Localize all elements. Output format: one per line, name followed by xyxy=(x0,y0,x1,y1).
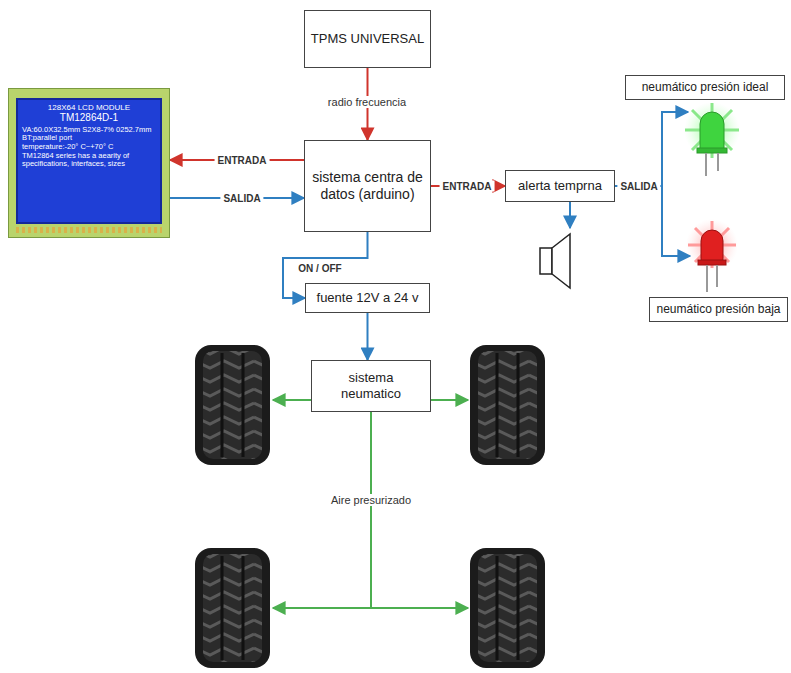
edge-label: radio frecuencia xyxy=(325,96,409,108)
node-text: neumático presión baja xyxy=(656,302,780,317)
tpms-box: TPMS UNIVERSAL xyxy=(304,10,431,68)
lcd-module: 128X64 LCD MODULETM12864D-1VA:60.0X32.5m… xyxy=(8,88,170,238)
alert-box: alerta temprna xyxy=(505,170,615,202)
pin-header xyxy=(16,227,162,233)
power-supply-box: fuente 12V a 24 v xyxy=(305,283,430,313)
screen-text: BT:parallel port xyxy=(22,134,156,143)
air-lines xyxy=(273,400,468,608)
node-text: fuente 12V a 24 v xyxy=(317,290,419,306)
node-text: neumático presión ideal xyxy=(642,80,769,95)
screen-text: TM12864D-1 xyxy=(22,112,156,124)
status-label-box: neumático presión baja xyxy=(649,297,788,322)
lcd-screen: 128X64 LCD MODULETM12864D-1VA:60.0X32.5m… xyxy=(16,98,162,224)
status-label-box: neumático presión ideal xyxy=(625,75,785,100)
pneumatic-box: sistema neumatico xyxy=(311,360,431,412)
tire-rear-right xyxy=(470,548,545,668)
screen-text: TM12864 series has a aearity of xyxy=(22,152,156,161)
node-text: sistema centra de datos (arduino) xyxy=(310,169,425,204)
controller-box: sistema centra de datos (arduino) xyxy=(304,140,431,232)
node-text: alerta temprna xyxy=(518,178,602,194)
green-led xyxy=(684,102,740,176)
tire-rear-left xyxy=(195,548,270,668)
tire-front-left xyxy=(195,345,270,465)
screen-text: specifications, interfaces, sizes xyxy=(22,160,156,169)
screen-text: 128X64 LCD MODULE xyxy=(22,103,156,112)
node-text: TPMS UNIVERSAL xyxy=(311,31,424,47)
connector-arrow xyxy=(367,313,369,360)
screen-text: VA:60.0X32.5mm S2X8-7% 0252.7mm xyxy=(22,126,156,135)
edge-label: SALIDA xyxy=(220,193,263,204)
flow-label: Aire presurizado xyxy=(328,494,414,506)
signal-label: SALIDA xyxy=(617,181,660,192)
edge-label: ON / OFF xyxy=(295,263,344,274)
node-text: sistema neumatico xyxy=(317,370,425,403)
edge-label: ENTRADA xyxy=(215,155,270,166)
tire-front-right xyxy=(470,345,545,465)
screen-text: temperature:-20° C~+70° C xyxy=(22,143,156,152)
edge-label: ENTRADA xyxy=(440,181,495,192)
speaker-symbol xyxy=(540,234,570,288)
red-led xyxy=(686,219,738,292)
